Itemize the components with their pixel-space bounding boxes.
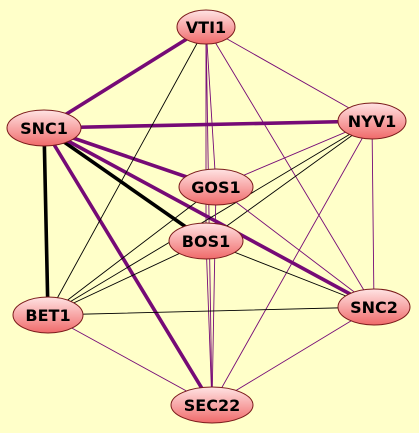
- node-shape: [337, 102, 407, 140]
- node-bos1[interactable]: BOS1: [168, 222, 244, 260]
- node-shape: [12, 296, 84, 334]
- edge-vti1-gos1: [205, 26, 217, 188]
- node-label: VTI1: [186, 18, 226, 37]
- node-label: SNC1: [20, 119, 68, 138]
- edge-bos1-sec22: [205, 240, 213, 406]
- node-bet1[interactable]: BET1: [12, 296, 84, 334]
- edge-bet1-sec22: [47, 314, 213, 406]
- edge-gos1-bet1: [47, 186, 217, 316]
- edge-nyv1-sec22: [211, 120, 373, 406]
- node-snc2[interactable]: SNC2: [337, 288, 411, 326]
- node-vti1[interactable]: VTI1: [176, 9, 236, 45]
- node-shape: [6, 109, 82, 147]
- node-shape: [337, 288, 411, 326]
- edge-snc1-bos1: [42, 126, 208, 243]
- edge-snc1-sec22: [42, 126, 214, 407]
- node-shape: [170, 386, 254, 424]
- node-label: SEC22: [184, 396, 240, 415]
- edge-nyv1-bet1: [47, 120, 373, 316]
- node-label: GOS1: [191, 178, 240, 197]
- node-label: BET1: [25, 306, 70, 325]
- edge-snc2-sec22: [211, 306, 375, 406]
- node-label: BOS1: [182, 232, 230, 251]
- node-label: NYV1: [348, 112, 397, 131]
- node-gos1[interactable]: GOS1: [178, 168, 254, 206]
- node-sec22[interactable]: SEC22: [170, 386, 254, 424]
- node-label: SNC2: [350, 298, 398, 317]
- edge-gos1-snc2: [215, 186, 375, 308]
- node-snc1[interactable]: SNC1: [6, 109, 82, 147]
- edge-nyv1-snc2: [371, 120, 375, 308]
- edge-vti1-nyv1: [205, 26, 373, 122]
- edge-vti1-sec22: [205, 26, 213, 406]
- edge-snc1-bet1: [42, 126, 50, 317]
- node-shape: [178, 168, 254, 206]
- edge-snc1-vti1: [42, 25, 208, 130]
- edge-snc1-nyv1: [42, 119, 374, 130]
- edge-vti1-snc2: [205, 26, 375, 308]
- edge-nyv1-bos1: [205, 120, 373, 242]
- edge-vti1-bet1: [47, 26, 207, 316]
- node-shape: [168, 222, 244, 260]
- edge-bet1-snc2: [47, 306, 375, 316]
- node-nyv1[interactable]: NYV1: [337, 102, 407, 140]
- node-shape: [176, 9, 236, 45]
